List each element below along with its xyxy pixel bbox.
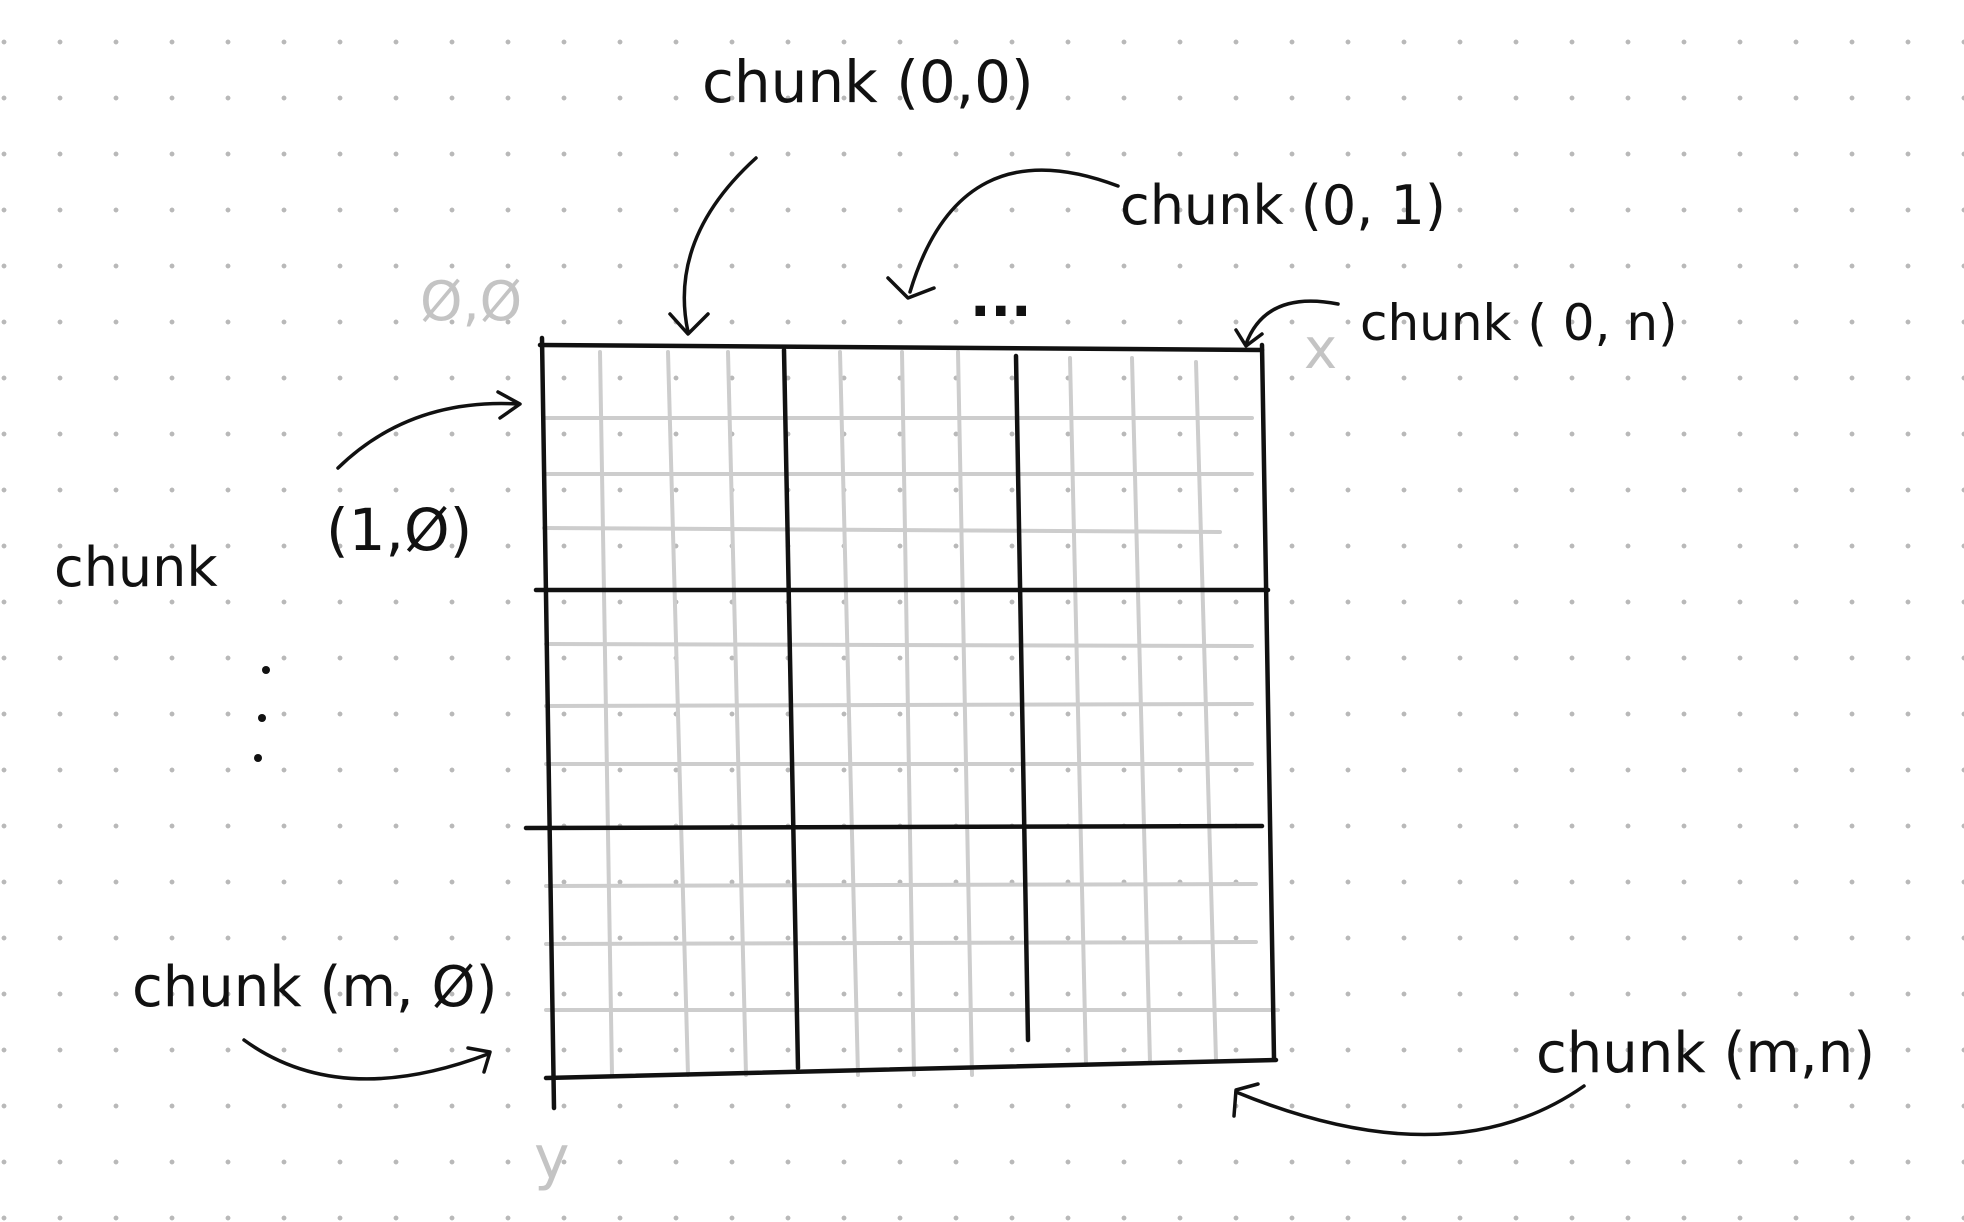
grid-bottom-border xyxy=(543,1057,1279,1081)
sub-v-9 xyxy=(1194,360,1218,1062)
grid-left-border xyxy=(539,335,557,1111)
vertical-ellipsis xyxy=(254,666,270,762)
sub-v-5 xyxy=(900,350,916,1077)
grid-top-border xyxy=(537,342,1265,353)
label-chunk-m-0: chunk (m, Ø) xyxy=(132,955,497,1020)
arrows xyxy=(242,156,1586,1137)
label-chunk-0-n: chunk ( 0, n) xyxy=(1360,294,1678,352)
sub-h-5 xyxy=(544,702,1254,708)
sub-h-3 xyxy=(542,526,1222,534)
arrow-chunk-0-1-head xyxy=(886,276,936,300)
sub-h-4 xyxy=(544,642,1254,648)
sub-v-7 xyxy=(1068,356,1088,1067)
label-ellipsis: ... xyxy=(970,266,1032,329)
chunk-divider-v-2 xyxy=(1013,353,1031,1043)
sub-v-4 xyxy=(838,350,860,1077)
chunk-divider-v-1 xyxy=(781,347,801,1071)
label-x-axis: x xyxy=(1304,317,1337,382)
sub-grid xyxy=(542,350,1280,1077)
chunk-divider-h-2 xyxy=(523,823,1265,831)
arrow-chunk-0-n-head xyxy=(1234,328,1264,348)
arrow-chunk-0-1 xyxy=(908,168,1120,294)
sub-v-8 xyxy=(1130,356,1152,1064)
v-ellipsis-dot-2 xyxy=(258,714,266,722)
sub-v-2 xyxy=(666,350,690,1077)
arrow-chunk-m-0-head xyxy=(466,1046,492,1074)
label-chunk-1-0-word: chunk xyxy=(54,536,218,599)
arrow-chunk-0-0-head xyxy=(668,312,710,336)
label-chunk-0-0: chunk (0,0) xyxy=(702,48,1034,116)
sub-v-1 xyxy=(598,350,614,1077)
label-chunk-0-1: chunk (0, 1) xyxy=(1120,174,1446,237)
arrow-chunk-m-n-head xyxy=(1232,1082,1260,1118)
sub-h-8 xyxy=(544,940,1258,946)
sub-v-6 xyxy=(956,350,974,1077)
arrow-chunk-0-0 xyxy=(682,156,758,334)
label-chunk-1-0-coord: (1,Ø) xyxy=(326,496,472,564)
label-y-axis: y xyxy=(534,1123,570,1193)
v-ellipsis-dot-1 xyxy=(262,666,270,674)
arrow-chunk-0-n xyxy=(1244,299,1340,346)
grid-right-border xyxy=(1259,342,1277,1061)
arrow-chunk-1-0-head xyxy=(496,390,522,420)
sub-h-7 xyxy=(544,882,1258,888)
arrow-chunk-m-n xyxy=(1234,1084,1586,1137)
arrow-chunk-1-0 xyxy=(336,401,520,470)
sub-v-3 xyxy=(726,350,748,1077)
arrow-chunk-m-0 xyxy=(242,1038,490,1081)
v-ellipsis-dot-3 xyxy=(254,754,262,762)
chunk-boundaries xyxy=(523,335,1279,1111)
label-chunk-m-n: chunk (m,n) xyxy=(1536,1021,1875,1086)
label-origin: Ø,Ø xyxy=(420,270,522,333)
